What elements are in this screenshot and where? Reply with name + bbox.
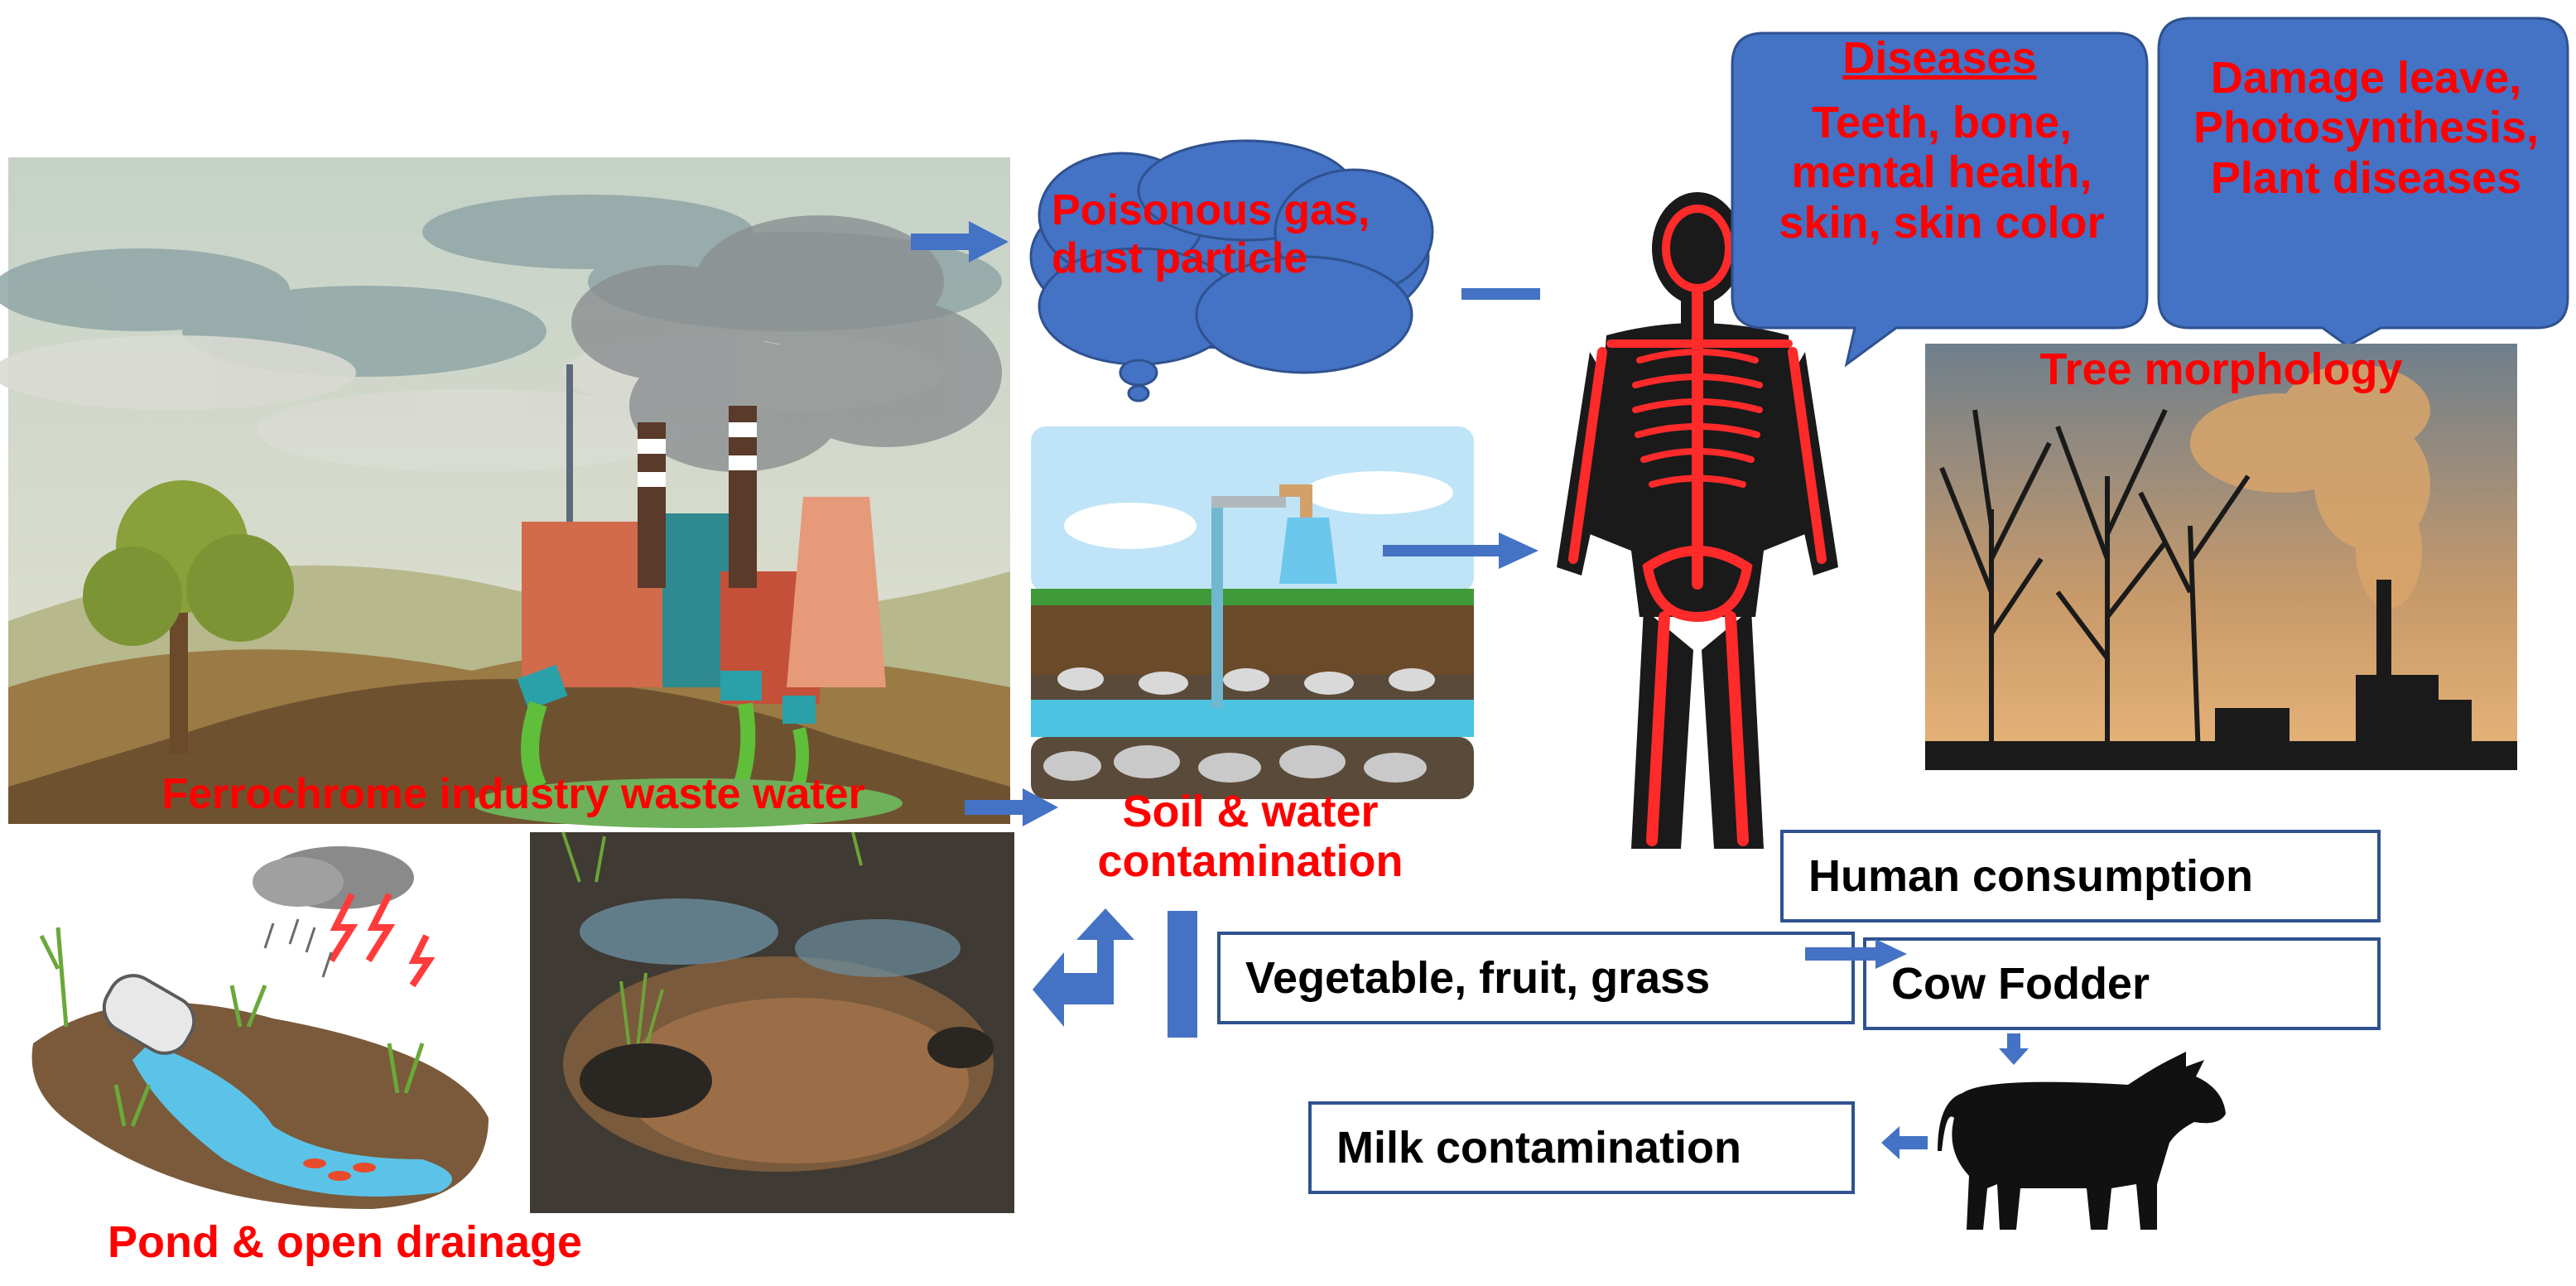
- cloud-shape: [1029, 139, 1434, 402]
- cow-fodder-box: Cow Fodder: [1863, 937, 2381, 1030]
- vegetable-label: Vegetable, fruit, grass: [1245, 953, 1711, 1003]
- milk-label: Milk contamination: [1336, 1123, 1742, 1173]
- arrow-to-cloud: [911, 221, 1009, 262]
- milk-box: Milk contamination: [1308, 1101, 1855, 1194]
- arrow-tap-to-human: [1383, 532, 1538, 569]
- plants-body: Damage leave, Photosynthesis, Plant dise…: [2193, 53, 2540, 203]
- industry-label: Ferrochrome industry waste water: [161, 770, 865, 818]
- cow-fodder-label: Cow Fodder: [1891, 959, 2150, 1009]
- human-consumption-label: Human consumption: [1808, 851, 2253, 901]
- human-consumption-box: Human consumption: [1780, 830, 2381, 922]
- cloud-label: Poisonous gas, dust particle: [1052, 186, 1370, 283]
- dead-trees-smoke-photo: [1925, 344, 2517, 770]
- arrow-cow-to-milk: [1881, 1126, 1928, 1159]
- diseases-callout-shape: [1731, 31, 2149, 368]
- drainage-pipe-icon: [31, 846, 489, 1209]
- cow-icon: [1938, 1052, 2226, 1230]
- factory-scene: [0, 157, 1010, 828]
- vegetable-box: Vegetable, fruit, grass: [1217, 932, 1855, 1024]
- diseases-title: Diseases: [1842, 33, 2037, 83]
- pond-photo: [530, 831, 1014, 1213]
- plants-callout-shape: [2157, 17, 2569, 348]
- arrow-fodder-to-cow: [1999, 1033, 2029, 1065]
- soil-water-label: Soil & water contamination: [1097, 787, 1404, 887]
- diseases-body: Teeth, bone, mental health, skin, skin c…: [1779, 98, 2105, 248]
- tree-morphology-label: Tree morphology: [2039, 344, 2403, 394]
- arrow-elbow-to-pond: [1033, 908, 1134, 1027]
- arrow-down-to-vegetable: [1168, 911, 1197, 1038]
- arrow-industry-to-soil: [965, 788, 1058, 826]
- arrow-vegetable-to-fodder: [1805, 939, 1907, 969]
- tap-soil-icon: [1031, 426, 1474, 799]
- pond-label: Pond & open drainage: [108, 1217, 583, 1267]
